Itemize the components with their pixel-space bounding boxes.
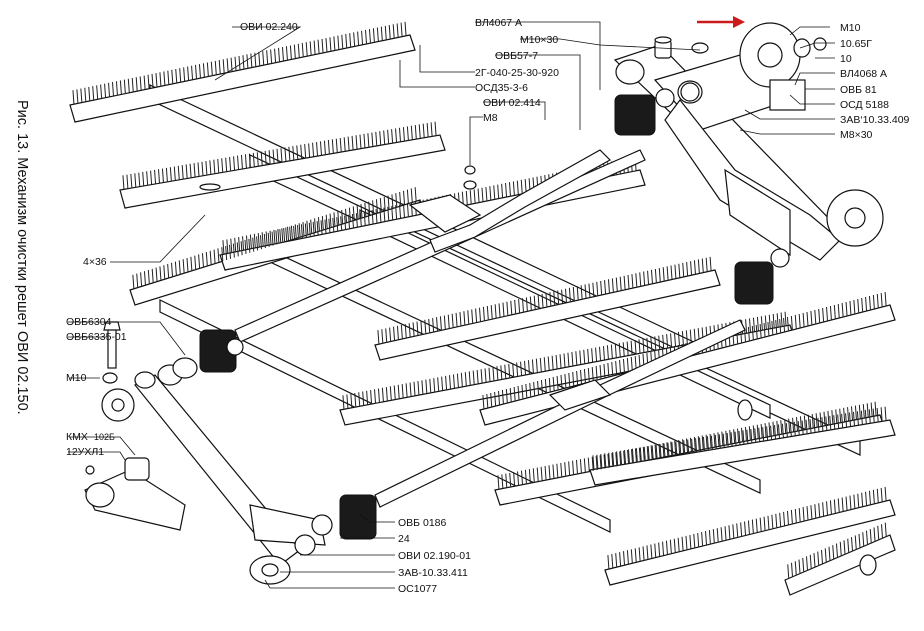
leader-lines: [68, 21, 835, 589]
label-osd5188: ОСД 5188: [840, 99, 889, 111]
figure-caption: Рис. 13. Механизм очистки решет ОВИ 02.1…: [14, 100, 30, 415]
label-12uhl1: 12УХЛ1: [66, 446, 104, 458]
label-kmx: КМХ: [66, 431, 88, 443]
brush-bar-11: [784, 534, 896, 596]
label-ovb81: ОВБ 81: [840, 84, 877, 96]
label-4x36: 4×36: [83, 256, 107, 268]
label-m8: М8: [483, 112, 498, 124]
brush-bar-10: [604, 499, 896, 586]
washers: [199, 165, 877, 576]
label-vl4067a: ВЛ4067 А: [475, 17, 522, 29]
crank-arm: [84, 469, 186, 531]
bearing-block-top: [614, 94, 656, 136]
bearing-block-mid: [734, 261, 774, 305]
disc-assembly: [739, 22, 827, 111]
label-kmx-num: 102Б: [94, 432, 115, 442]
label-m10-left: М10: [66, 372, 87, 384]
label-ovi02240: ОВИ 02.240: [240, 21, 298, 33]
label-osd35: ОСД35-3-6: [475, 82, 528, 94]
label-ovi02414: ОВИ 02.414: [483, 97, 541, 109]
brush-bristles: [72, 21, 887, 579]
label-zav10-33-411: ЗАВ-10.33.411: [398, 567, 468, 579]
label-ovb0186: ОВБ 0186: [398, 517, 446, 529]
brush-bar-1: [69, 34, 416, 123]
left-hardware: [85, 321, 198, 481]
label-1065g: 10.65Г: [840, 38, 872, 50]
bracket-center: [408, 194, 482, 233]
label-m10x30: М10×30: [520, 34, 558, 46]
label-ovb6335: ОВБ6335-01: [66, 331, 127, 343]
bearing-block-bottom: [339, 494, 377, 540]
label-24: 24: [398, 533, 410, 545]
label-ovb6304: ОВБ6304: [66, 316, 112, 328]
red-arrow: [697, 16, 745, 28]
label-os1077: ОС1077: [398, 583, 437, 595]
bracket-lower: [548, 379, 612, 411]
label-m8x30: М8×30: [840, 129, 873, 141]
bottom-lever: [249, 504, 326, 556]
brush-bar-9: [589, 419, 896, 486]
label-zav10-33-409: ЗАВ‘10.33.409: [840, 114, 910, 126]
bushings-top: [654, 36, 709, 108]
label-ovb577: ОВБ57-7: [495, 50, 538, 62]
label-10: 10: [840, 53, 852, 65]
label-ovi02190: ОВИ 02.190-01: [398, 550, 471, 562]
label-m10-top: М10: [840, 22, 861, 34]
part-labels: ОВИ 02.240 ВЛ4067 А М10×30 ОВБ57-7 2Г-04…: [66, 17, 910, 595]
label-g2: 2Г-040-25-30-920: [475, 67, 559, 79]
label-vl4068a: ВЛ4068 А: [840, 68, 887, 80]
link-left: [134, 371, 301, 585]
